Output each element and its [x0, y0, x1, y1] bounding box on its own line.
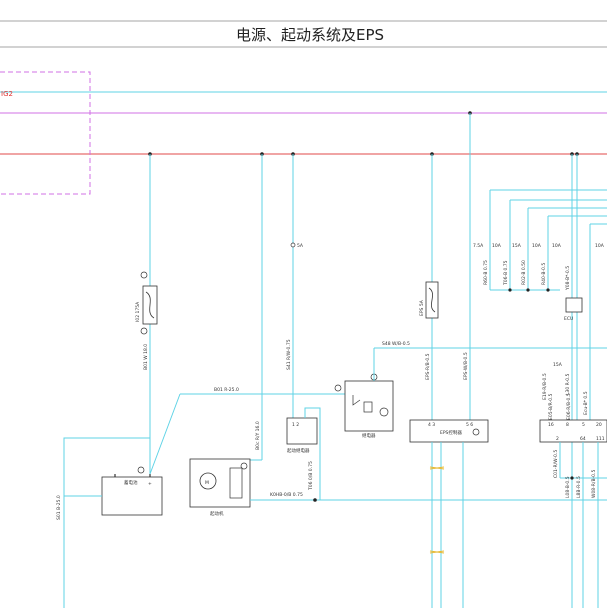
eps-controller-label: EPS控制器: [440, 429, 462, 436]
s41-wire-label: S41 R/W-0.75: [286, 339, 292, 370]
relay-coil-icon: [363, 401, 373, 413]
relay-switch-icon: [352, 395, 361, 406]
ecu-pin: 111: [596, 436, 605, 442]
ecu-pin: 2: [556, 436, 559, 442]
relay-top-wire-label: S48 W/B-0.5: [382, 341, 410, 347]
eps-pins-top-2: 5 6: [466, 422, 473, 428]
bus-junctions: [148, 111, 579, 156]
start-relay-circuit: 5A S41 R/W-0.75 1 2 起动继电器 T06 0/B 0.75: [286, 154, 321, 500]
ecu-pin: 20: [596, 422, 602, 428]
wire-bat-to-relay: [149, 393, 181, 475]
bus-label: IG2: [1, 90, 13, 98]
ecu-module: [539, 419, 607, 443]
wire-label: E06-R/B-0.5: [566, 393, 572, 420]
wire-label: L30 R-0.5: [565, 373, 571, 395]
connector-ring-icon: [240, 462, 248, 470]
ecu-pin: 5: [582, 422, 585, 428]
junction-dot: [313, 498, 317, 502]
relay-diode-icon: [379, 407, 389, 417]
connector-ring-icon: [137, 466, 145, 474]
fuse-label: 10A: [595, 243, 605, 249]
module-outline-dashed: [0, 71, 91, 195]
wire-label: L8B-R-0.5: [576, 476, 582, 498]
connector-ring-icon: [334, 384, 342, 392]
fuse-label: 10A: [552, 243, 562, 249]
main-fuse-label: I02 175A: [135, 301, 141, 322]
battery-label: 蓄电池: [124, 479, 138, 486]
ecu-connector-label: ECU: [564, 316, 573, 322]
eps-pins-top: 4 3: [428, 422, 435, 428]
wire-label: R02-B 0.50: [521, 260, 527, 285]
fuse-5a-icon: [290, 242, 296, 248]
starter-wire-label: B0c R/Y 16.0: [255, 421, 261, 450]
wire-label: W08-R/B-0.5: [591, 470, 597, 498]
fuse-5a-label: 5A: [297, 243, 304, 249]
battery-wire-label: B01 W 18.0: [143, 344, 149, 370]
t06-wire-label: T06 0/B 0.75: [308, 461, 314, 491]
connector-ring-icon: [140, 327, 148, 335]
main-relay-label: 继电器: [362, 432, 376, 439]
ecu-pin: 64: [580, 436, 586, 442]
fuse-block: 7.5A 10A 15A 10A 10A 10A R60-B 0.75 T06-…: [473, 154, 607, 608]
junction-dot: [570, 476, 574, 480]
fuse-label: 15A: [553, 362, 563, 368]
start-relay-box: [286, 417, 318, 445]
battery-circuit: I02 175A B01 W 18.0 + 蓄电池 B01 R-25.0 S01…: [56, 154, 345, 608]
start-relay-label: 起动继电器: [287, 447, 310, 454]
wire-left-loop: [63, 437, 150, 497]
wire-label: T06-B 0.75: [503, 260, 509, 286]
fuse-label: 10A: [492, 243, 502, 249]
wire-label: C01-R/W-0.5: [553, 450, 559, 478]
title-block: 电源、起动系统及EPS: [0, 20, 607, 48]
junction-dot: [546, 288, 550, 292]
wire-label: E05-B/R-0.5: [548, 394, 554, 420]
wire-relay-loop: [304, 407, 321, 500]
ecu-pin: 16: [548, 422, 554, 428]
ground-wire-label: K0HB-0/B 0.75: [270, 492, 303, 498]
starter-circuit: B0c R/Y 16.0 M 起动机 K0HB-0/B 0.75: [189, 154, 607, 517]
bat-relay-wire-label: B01 R-25.0: [214, 387, 239, 393]
wire-label: R40-B-0.5: [541, 263, 547, 285]
starter-motor-symbol: M: [205, 480, 209, 486]
connector-ring-icon: [140, 271, 148, 279]
left-wire-label: S01 B-25.0: [56, 495, 62, 520]
starter-solenoid: [229, 467, 243, 499]
connector-symbol-icon: [429, 466, 445, 470]
ecu-connector: [565, 297, 583, 313]
ecu-pin: 8: [566, 422, 569, 428]
fuse-label: 7.5A: [473, 243, 484, 249]
junction-dot: [526, 288, 530, 292]
main-relay: 继电器 S48 W/B-0.5: [334, 341, 607, 439]
wire-label: Ecu-B* 0.5: [583, 391, 589, 415]
eps-wire2-label: EPS-W/B-0.5: [463, 352, 469, 380]
bus-wires: IG2: [0, 90, 607, 155]
starter-label: 起动机: [210, 510, 224, 517]
connector-symbol-icon: [429, 550, 445, 554]
eps-fuse-label: EPS 5A: [419, 299, 425, 316]
starter-motor-icon: [199, 472, 217, 490]
fuse-icon: [428, 287, 436, 313]
fuse-label: 15A: [512, 243, 522, 249]
wire-label: E19-R/B-0.5: [542, 373, 548, 400]
wire-label: Y08-B*-0.5: [565, 266, 571, 291]
eps-controller: [409, 419, 489, 443]
fuse-icon: [145, 291, 155, 319]
connector-ring-icon: [472, 428, 480, 436]
eps-wire-label: EPS-R/B-0.5: [425, 353, 431, 380]
battery-plus-sign: +: [148, 481, 152, 487]
fuse-label: 10A: [532, 243, 542, 249]
wire-label: R60-B 0.75: [483, 260, 489, 285]
eps-circuit: EPS 5A EPS-R/B-0.5 EPS-W/B-0.5 4 3 5 6 E…: [409, 113, 489, 608]
start-relay-pins: 1 2: [292, 422, 299, 428]
wire-label: L08-B-0.5: [565, 476, 571, 498]
junction-dot: [508, 288, 512, 292]
main-relay-box: [344, 380, 394, 432]
page-title: 电源、起动系统及EPS: [236, 26, 384, 44]
